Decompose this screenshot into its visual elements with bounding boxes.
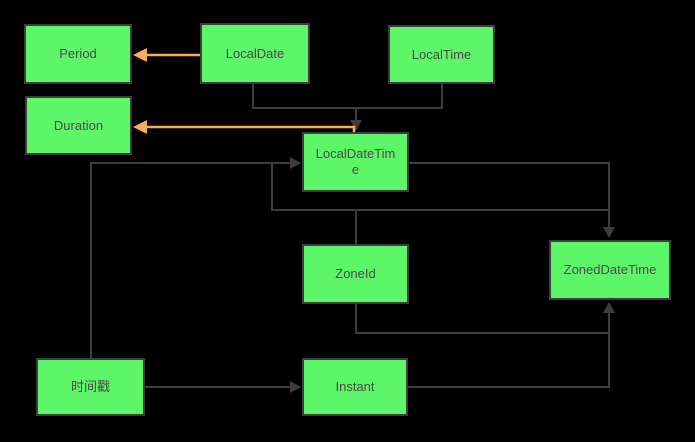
- edge-localdatetime-duration: [147, 125, 356, 132]
- edge-localdatetime-zoneddatetime: [409, 162, 610, 227]
- edge-junction-bus: [271, 163, 609, 211]
- edge-instant-zoneddatetime: [408, 313, 610, 388]
- arrowhead-into-period-right: [133, 48, 147, 62]
- node-zoneddatetime: ZonedDateTime: [549, 240, 671, 300]
- node-zoneid: ZoneId: [302, 244, 409, 304]
- edge-zoneid-merge: [355, 304, 609, 334]
- arrowhead-into-zoneddatetime-top: [603, 227, 615, 238]
- node-duration: Duration: [25, 96, 132, 155]
- node-period-label: Period: [59, 46, 97, 61]
- node-localtime-label: LocalTime: [411, 46, 472, 62]
- arrowhead-into-zoneddatetime-bottom: [603, 302, 615, 313]
- node-localdatetime-label: LocalDateTime: [315, 146, 396, 177]
- arrowhead-into-localdatetime-top: [350, 120, 362, 131]
- node-localdate-label: LocalDate: [225, 45, 285, 61]
- node-localdate: LocalDate: [200, 23, 310, 84]
- edge-timestamp-localdatetime: [90, 162, 290, 358]
- node-duration-label: Duration: [53, 117, 104, 133]
- arrowhead-into-localdatetime-left: [290, 157, 301, 169]
- node-period: Period: [24, 24, 132, 84]
- node-instant: Instant: [302, 358, 408, 416]
- node-timestamp-label: 时间戳: [70, 379, 110, 394]
- node-zoneid-label: ZoneId: [335, 266, 376, 281]
- arrowhead-into-duration-right: [133, 120, 147, 134]
- node-timestamp: 时间戳: [36, 358, 145, 416]
- arrowhead-into-instant-left: [290, 381, 301, 393]
- edge-localdate-localtime-merge: [252, 84, 443, 109]
- node-localtime: LocalTime: [388, 25, 495, 84]
- node-localdatetime: LocalDateTime: [302, 132, 409, 192]
- node-zoneddatetime-label: ZonedDateTime: [563, 262, 657, 277]
- node-instant-label: Instant: [335, 379, 375, 394]
